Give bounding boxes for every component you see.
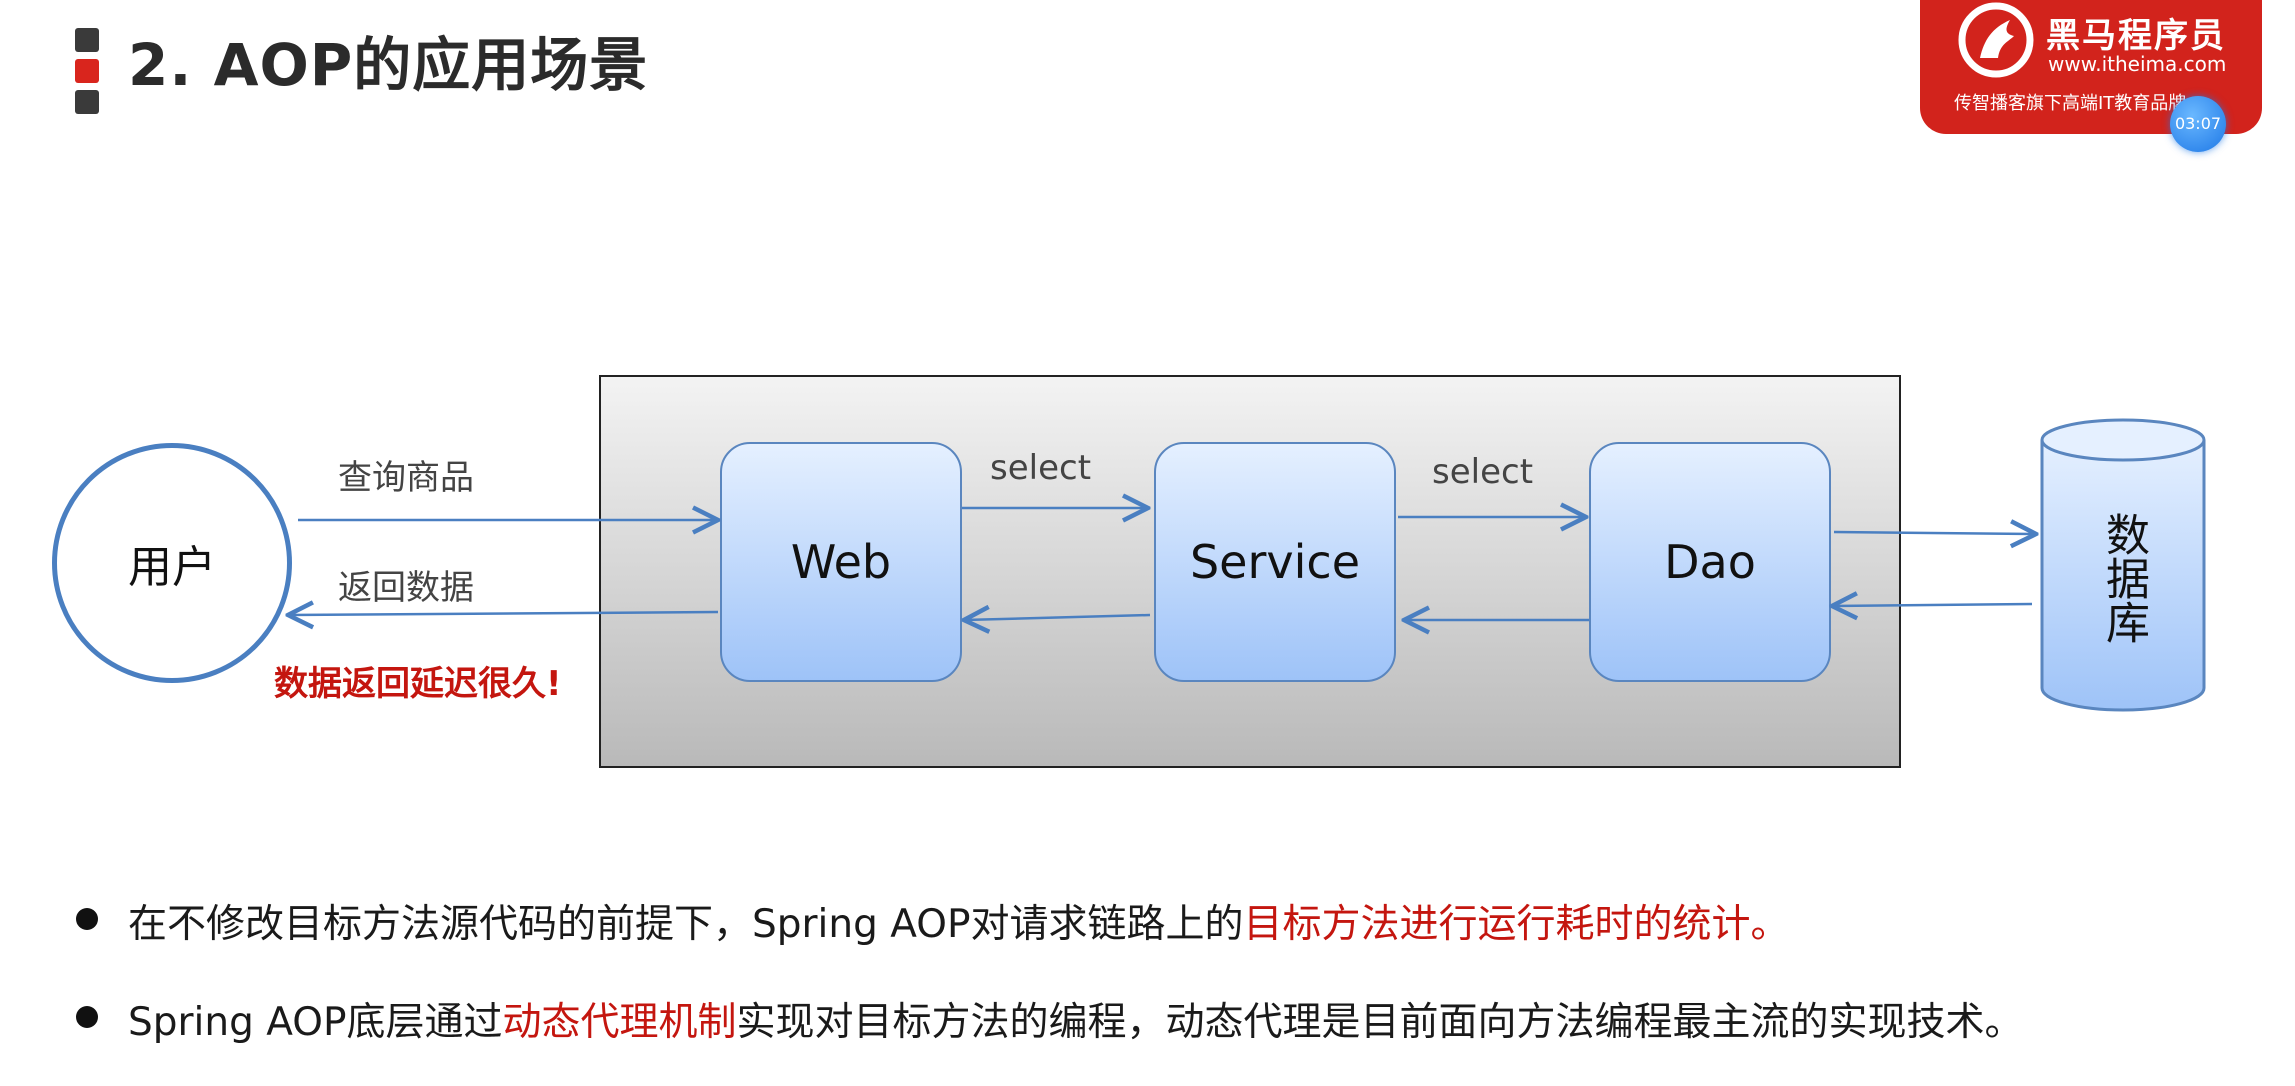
bullet-text-plain-end: 实现对目标方法的编程，动态代理是目前面向方法编程最主流的实现技术。 — [736, 1000, 2024, 1045]
bullet-text-plain: Spring AOP底层通过 — [128, 1000, 503, 1045]
web-layer-node: Web — [720, 442, 962, 682]
bullet-text: Spring AOP底层通过动态代理机制实现对目标方法的编程，动态代理是目前面向… — [128, 991, 2024, 1047]
database-cylinder-icon — [2040, 418, 2206, 712]
arrow-database-to-dao — [1832, 604, 2033, 606]
user-label: 用户 — [128, 542, 216, 593]
database-node: 数据库 — [2039, 418, 2207, 714]
bullet-dot-icon — [76, 1006, 98, 1028]
arrow-dao-to-database — [1833, 532, 2036, 534]
delay-warning: 数据返回延迟很久! — [274, 664, 562, 704]
brand-url: www.itheima.com — [2048, 52, 2227, 76]
arrow-service-to-web — [964, 615, 1151, 620]
select-label-web-service: select — [990, 448, 1092, 488]
service-layer-node: Service — [1154, 442, 1396, 682]
user-node: 用户 — [52, 443, 292, 683]
brand-slogan: 传智播客旗下高端IT教育品牌 — [1954, 93, 2187, 114]
return-data-label: 返回数据 — [338, 568, 474, 608]
database-label: 数据库 — [2098, 512, 2149, 644]
dao-layer-node: Dao — [1589, 442, 1831, 682]
arrow-web-to-user — [288, 612, 719, 615]
bullet-text-highlight: 动态代理机制 — [502, 1000, 737, 1045]
bullet-text-plain: 在不修改目标方法源代码的前提下，Spring AOP对请求链路上的 — [128, 902, 1244, 947]
bullet-text-highlight: 目标方法进行运行耗时的统计。 — [1243, 902, 1790, 947]
query-product-label: 查询商品 — [338, 458, 474, 498]
bullet-text: 在不修改目标方法源代码的前提下，Spring AOP对请求链路上的目标方法进行运… — [128, 893, 1789, 949]
page-title: 2. AOP的应用场景 — [128, 31, 649, 99]
select-label-service-dao: select — [1432, 452, 1534, 492]
title-marker-segment — [75, 90, 99, 114]
timer-badge[interactable]: 03:07 — [2170, 96, 2226, 152]
bullet-dot-icon — [76, 908, 98, 930]
title-marker — [75, 28, 99, 114]
title-marker-segment-active — [75, 59, 99, 83]
horse-logo-icon — [1958, 2, 2034, 78]
title-marker-segment — [75, 28, 99, 52]
brand-name: 黑马程序员 — [2046, 16, 2226, 56]
